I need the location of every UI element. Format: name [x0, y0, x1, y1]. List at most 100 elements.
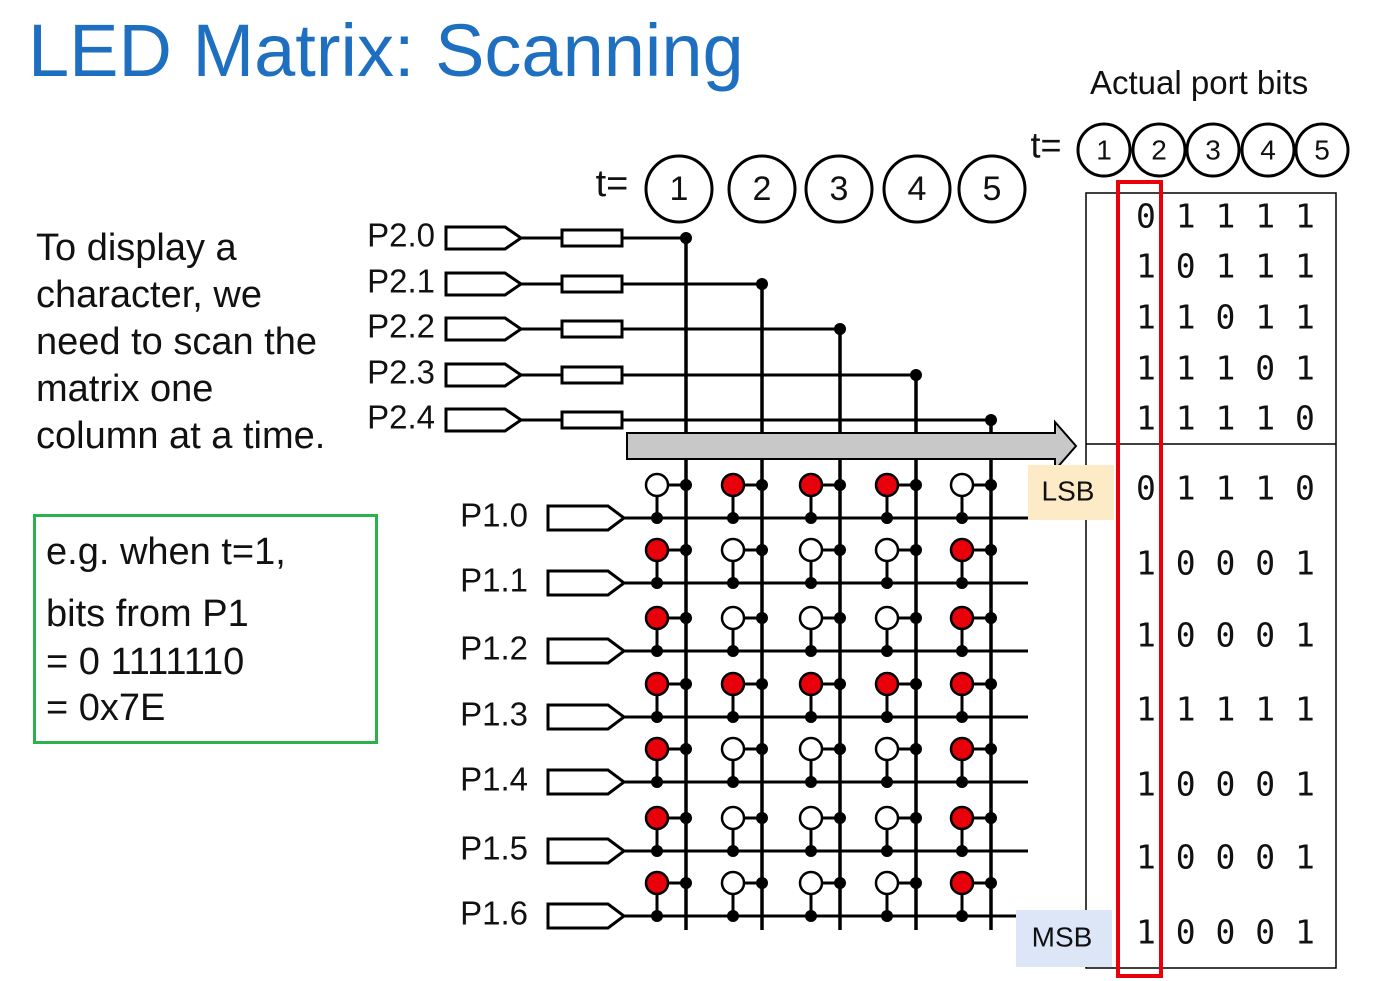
junction-dot: [756, 812, 768, 824]
time-step-number: 4: [908, 170, 927, 208]
p1-port-label: P1.3: [460, 696, 528, 733]
time-step-number: 2: [1151, 134, 1167, 165]
junction-dot: [805, 711, 817, 723]
junction-dot: [881, 645, 893, 657]
junction-dot: [805, 512, 817, 524]
p2-port-label: P2.4: [367, 399, 435, 436]
p2-bits-row: 1 1 0 1 1: [1136, 298, 1315, 337]
junction-dot: [680, 612, 692, 624]
buffer-icon: [546, 837, 627, 865]
p2-bits-row: 1 0 1 1 1: [1136, 247, 1315, 286]
time-step-circle: [804, 154, 874, 224]
led-on: [949, 671, 975, 697]
example-line-4: = 0x7E: [46, 687, 166, 729]
time-label: t=: [1030, 125, 1061, 166]
example-line-3: = 0 1111110: [46, 641, 245, 683]
p2-bits-row: 1 1 1 1 0: [1136, 399, 1315, 438]
junction-dot: [834, 479, 846, 491]
led-on: [874, 472, 900, 498]
junction-dot: [727, 776, 739, 788]
led-on: [644, 870, 670, 896]
p2-port-label: P2.0: [367, 217, 435, 254]
port-bits-heading: Actual port bits: [1090, 64, 1309, 101]
buffer-icon: [546, 569, 627, 597]
led-off: [720, 805, 746, 831]
junction-dot: [651, 776, 663, 788]
led-off: [798, 537, 824, 563]
junction-dot: [727, 645, 739, 657]
led-off: [874, 537, 900, 563]
p1-bits-row: 1 0 0 0 1: [1136, 544, 1315, 583]
junction-dot: [834, 678, 846, 690]
p2-bits-row: 0 1 1 1 1: [1136, 197, 1315, 236]
junction-dot: [956, 577, 968, 589]
junction-dot: [881, 711, 893, 723]
junction-dot: [985, 612, 997, 624]
led-on: [644, 805, 670, 831]
buffer-icon: [546, 902, 627, 930]
junction-dot: [985, 479, 997, 491]
junction-dot: [834, 612, 846, 624]
p1-port-label: P1.0: [460, 497, 528, 534]
led-on: [644, 537, 670, 563]
time-step-number: 1: [1096, 134, 1112, 165]
time-step-number: 3: [830, 170, 849, 208]
time-step-circle: [957, 154, 1027, 224]
time-step-circle: [1076, 122, 1132, 178]
p1-bits-row: 0 1 1 1 0: [1136, 469, 1315, 508]
highlight-column: [1116, 180, 1163, 978]
time-step-circle: [1240, 122, 1296, 178]
junction-dot: [756, 678, 768, 690]
p1-port-label: P1.2: [460, 630, 528, 667]
lsb-tag: [1028, 465, 1114, 520]
example-line-1: e.g. when t=1,: [46, 531, 286, 573]
time-step-circle: [727, 154, 797, 224]
junction-dot: [680, 877, 692, 889]
junction-dot: [956, 910, 968, 922]
p2-port-label: P2.3: [367, 354, 435, 391]
led-off: [644, 472, 670, 498]
buffer-icon: [546, 637, 627, 665]
junction-dot: [680, 479, 692, 491]
led-off: [874, 605, 900, 631]
led-on: [949, 805, 975, 831]
led-off: [720, 537, 746, 563]
led-on: [874, 671, 900, 697]
junction-dot: [834, 812, 846, 824]
led-off: [874, 736, 900, 762]
junction-dot: [756, 743, 768, 755]
time-step-number: 2: [753, 170, 772, 208]
junction-dot: [805, 645, 817, 657]
resistor-icon: [560, 274, 624, 294]
p1-port-label: P1.1: [460, 562, 528, 599]
led-on: [644, 605, 670, 631]
resistor-icon: [560, 365, 624, 385]
led-on: [644, 671, 670, 697]
time-step-circle: [1131, 122, 1187, 178]
time-step-circle: [1185, 122, 1241, 178]
p1-bits-row: 1 1 1 1 1: [1136, 690, 1315, 729]
junction-dot: [985, 743, 997, 755]
time-step-number: 3: [1205, 134, 1221, 165]
junction-dot: [910, 612, 922, 624]
led-off: [949, 472, 975, 498]
buffer-icon: [546, 504, 627, 532]
resistor-icon: [560, 410, 624, 430]
junction-dot: [805, 845, 817, 857]
junction-dot: [834, 877, 846, 889]
junction-dot: [881, 910, 893, 922]
led-on: [949, 870, 975, 896]
junction-dot: [956, 776, 968, 788]
port-bits-table: [1085, 192, 1337, 969]
junction-dot: [985, 812, 997, 824]
junction-dot: [985, 877, 997, 889]
p1-bits-row: 1 0 0 0 1: [1136, 616, 1315, 655]
led-off: [798, 736, 824, 762]
led-off: [874, 870, 900, 896]
junction-dot: [910, 678, 922, 690]
junction-dot: [756, 612, 768, 624]
led-on: [798, 472, 824, 498]
example-box: e.g. when t=1, bits from P1 = 0 1111110 …: [33, 514, 378, 744]
junction-dot: [651, 910, 663, 922]
